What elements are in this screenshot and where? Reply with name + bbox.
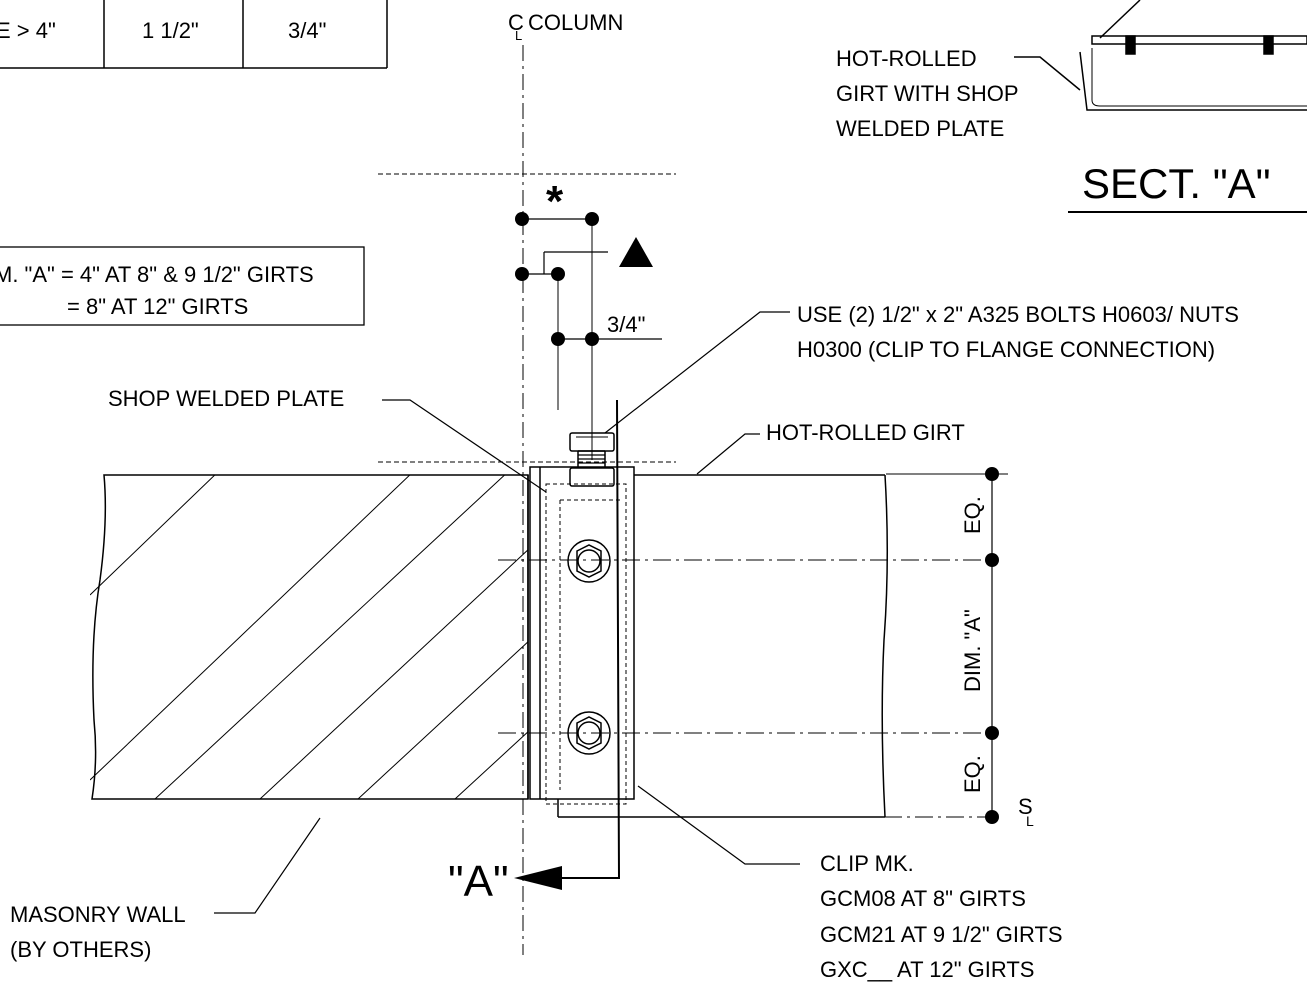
bolt-thread-ticks — [578, 454, 605, 464]
dim-note-box — [0, 246, 365, 326]
masonry-label-2: (BY OTHERS) — [10, 937, 151, 962]
vertical-dimension — [886, 467, 1008, 824]
clip-leader — [637, 785, 800, 865]
section-cut-label: "A" — [448, 857, 509, 906]
girt-leader — [696, 433, 760, 475]
table-cell-1: E > 4" — [0, 18, 56, 43]
triangle-icon — [619, 237, 653, 267]
shop-plate-leader — [382, 399, 547, 493]
section-a-detail — [1014, 0, 1307, 213]
clip-note-line4: GXC__ AT 12" GIRTS — [820, 957, 1034, 982]
section-girt-label-3: WELDED PLATE — [836, 116, 1004, 141]
clip-note-line2: GCM08 AT 8" GIRTS — [820, 886, 1026, 911]
table-cell-3: 3/4" — [288, 18, 326, 43]
dim-eq-bottom: EQ. — [960, 755, 985, 793]
dim-note-line2: = 8" AT 12" GIRTS — [67, 294, 248, 319]
dimension-table — [0, 0, 388, 69]
section-cut-marker — [560, 399, 621, 879]
clip-note-line1: CLIP MK. — [820, 851, 914, 876]
dim-a-label: DIM. "A" — [960, 609, 985, 692]
section-girt-label-2: GIRT WITH SHOP — [836, 81, 1019, 106]
hot-rolled-girt-label: HOT-ROLLED GIRT — [766, 420, 965, 445]
dim-note-line1: M. "A" = 4" AT 8" & 9 1/2" GIRTS — [0, 262, 314, 287]
section-arrow-icon — [514, 866, 562, 890]
masonry-leader — [214, 817, 321, 914]
girt-centerline-l: L — [1026, 813, 1034, 829]
centerline-symbol-l: L — [515, 28, 522, 43]
section-girt-label-1: HOT-ROLLED — [836, 46, 977, 71]
section-title: SECT. "A" — [1082, 160, 1271, 207]
bolts-note-line1: USE (2) 1/2" x 2" A325 BOLTS H0603/ NUTS — [797, 302, 1239, 327]
clip-angle — [529, 466, 635, 805]
girt-centerline-s: S — [1018, 794, 1033, 819]
masonry-wall — [90, 474, 529, 800]
column-label: COLUMN — [528, 10, 623, 35]
gauge-label: 3/4" — [607, 312, 645, 337]
centerline-symbol-c: C — [508, 10, 524, 35]
dim-eq-top: EQ. — [960, 496, 985, 534]
bolts-leader — [604, 311, 790, 434]
dimension-dots — [515, 212, 599, 346]
bolt-head-upper — [567, 539, 611, 583]
bolt-head-lower — [567, 711, 611, 755]
hot-rolled-girt — [527, 474, 889, 818]
star-symbol: * — [546, 177, 564, 226]
shop-plate-label: SHOP WELDED PLATE — [108, 386, 344, 411]
table-cell-2: 1 1/2" — [142, 18, 199, 43]
clip-note-line3: GCM21 AT 9 1/2" GIRTS — [820, 922, 1063, 947]
masonry-label-1: MASONRY WALL — [10, 902, 186, 927]
bolt-centerlines — [498, 559, 990, 818]
bolts-note-line2: H0300 (CLIP TO FLANGE CONNECTION) — [797, 337, 1215, 362]
